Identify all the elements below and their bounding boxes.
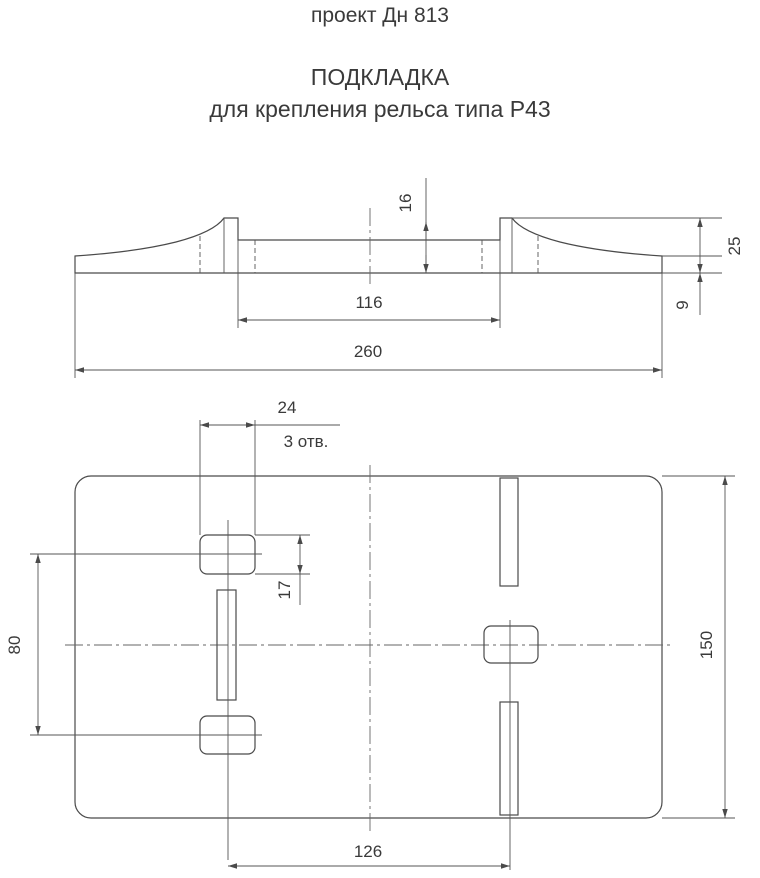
side-profile-top <box>74 217 663 274</box>
dim-80-label: 80 <box>5 636 24 655</box>
slot-right-top <box>499 477 519 587</box>
dim-150-label: 150 <box>697 631 716 659</box>
dim-24-label: 24 <box>278 398 297 417</box>
dim-16-label: 16 <box>396 194 415 213</box>
plate-outline <box>74 475 663 819</box>
dim-17-label: 17 <box>275 581 294 600</box>
hole-top-left <box>199 534 256 575</box>
dim-126-label: 126 <box>354 842 382 861</box>
plan-view: 24 3 отв. 17 80 150 126 <box>5 398 735 870</box>
holes-count-label: 3 отв. <box>284 432 329 451</box>
side-view: 16 25 9 116 260 <box>74 178 744 378</box>
project-label: проект Дн 813 <box>311 4 449 27</box>
dim-9-label: 9 <box>673 300 692 309</box>
hole-right <box>483 625 539 664</box>
slot-right-bottom <box>499 701 519 816</box>
dim-25-label: 25 <box>725 237 744 256</box>
slot-left <box>216 589 237 701</box>
drawing-title: ПОДКЛАДКА <box>310 64 450 90</box>
drawing-subtitle: для крепления рельса типа Р43 <box>209 96 551 122</box>
dim-260-label: 260 <box>354 342 382 361</box>
dim-116-label: 116 <box>355 293 382 312</box>
